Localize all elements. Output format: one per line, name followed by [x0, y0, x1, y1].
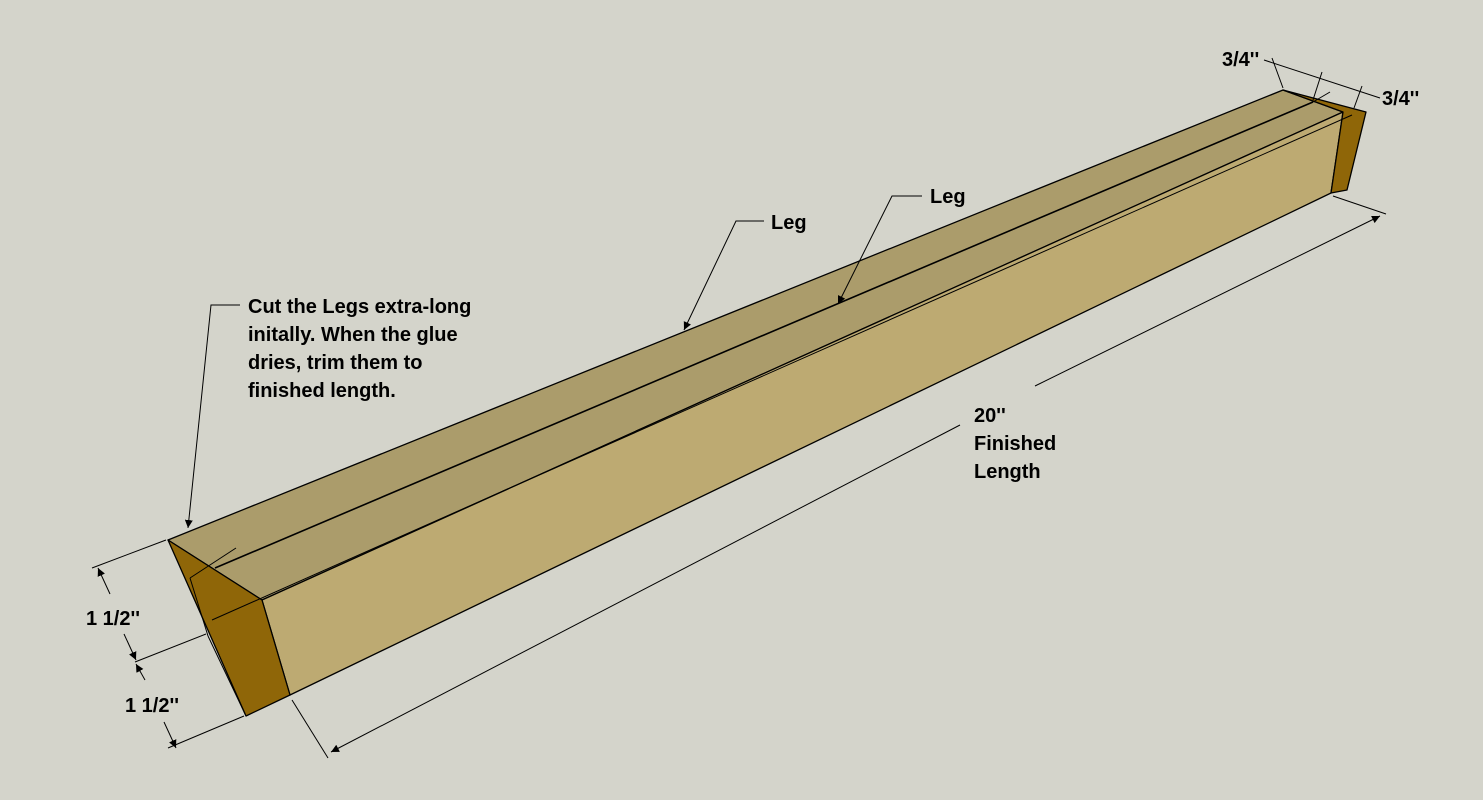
height-upper-arrow-2: [123, 633, 137, 661]
note-line-2: initally. When the glue: [248, 324, 458, 346]
end-width-ext-3: [1353, 85, 1363, 109]
end-width-ext-1: [1271, 57, 1284, 89]
beam-near-end-grain: [167, 539, 291, 717]
leg-label-2: Leg: [930, 186, 966, 208]
length-dim-line-2: [1034, 215, 1381, 387]
note-line-4: finished length.: [248, 380, 396, 402]
length-caption-2: Length: [974, 461, 1041, 483]
note-text: Cut the Legs extra-long initally. When t…: [248, 296, 477, 402]
note-line-3: dries, trim them to: [248, 352, 422, 374]
leg-2-leader: [837, 195, 922, 305]
beam-far-end-grain: [1282, 89, 1367, 194]
end-joint-3: [207, 635, 247, 717]
height-ext-top: [91, 539, 167, 569]
height-ext-bottom: [167, 715, 245, 749]
glue-line-top: [214, 101, 1314, 569]
leg-1-leader: [683, 220, 764, 331]
beam-side-face: [261, 111, 1344, 696]
length-dim-line-1: [330, 424, 961, 753]
far-end-joint: [1312, 91, 1331, 103]
leg-label-1: Leg: [771, 212, 807, 234]
end-width-ext-2: [1312, 71, 1323, 101]
length-ext-far: [1332, 195, 1387, 215]
end-joint-1: [189, 547, 237, 579]
length-label: 20'' Finished Length: [974, 405, 1062, 483]
height-lower-arrow-2: [163, 721, 177, 749]
end-width-dim-line: [1263, 59, 1381, 99]
end-joint-2: [189, 577, 209, 637]
note-line-1: Cut the Legs extra-long: [248, 296, 471, 318]
length-value: 20'': [974, 405, 1006, 427]
height-upper-arrow-1: [97, 567, 111, 595]
length-ext-near: [291, 699, 329, 759]
height-lower-arrow-1: [135, 663, 146, 681]
note-leader: [184, 304, 240, 529]
glue-line-side: [211, 114, 1353, 621]
end-width-label-2: 3/4'': [1382, 88, 1419, 110]
end-width-label-1: 3/4'': [1222, 49, 1259, 71]
length-caption-1: Finished: [974, 433, 1056, 455]
height-label-lower: 1 1/2'': [125, 695, 179, 717]
height-ext-mid: [134, 633, 207, 663]
height-label-upper: 1 1/2'': [86, 608, 140, 630]
